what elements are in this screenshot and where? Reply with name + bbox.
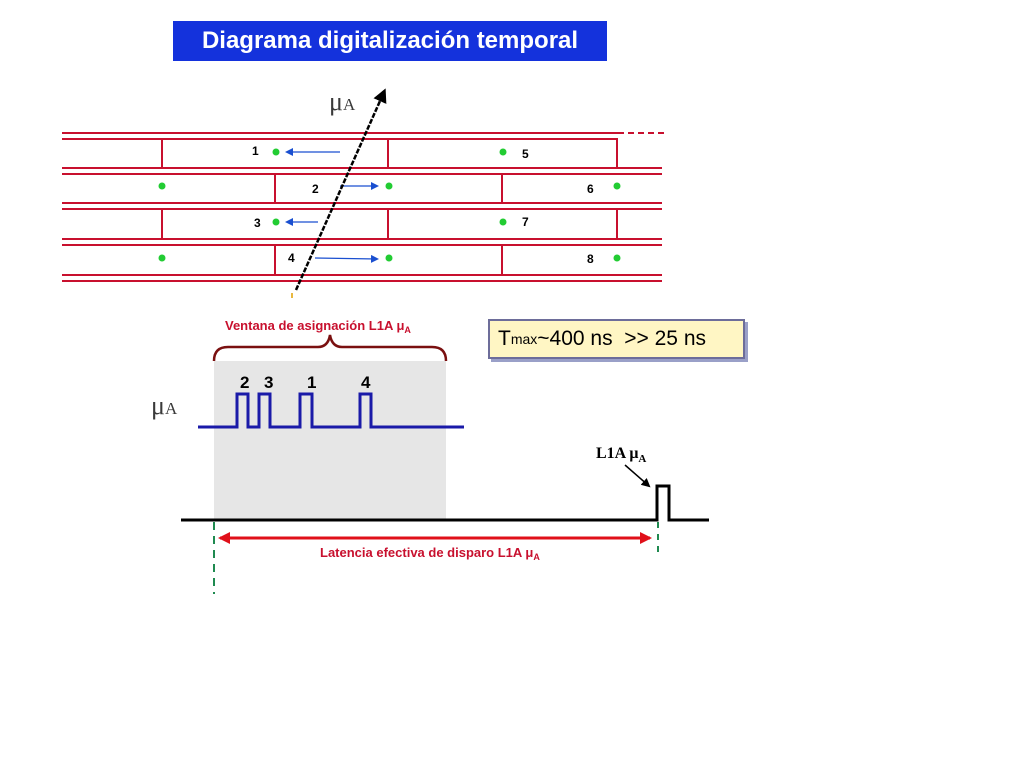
diagram-title: Diagrama digitalización temporal xyxy=(173,21,607,61)
drift-arrow xyxy=(314,254,379,263)
wire-dot xyxy=(613,182,621,190)
anode-wires xyxy=(158,148,621,262)
cell-number: 5 xyxy=(522,147,529,161)
cell-number: 4 xyxy=(288,251,295,265)
wire-dot xyxy=(158,254,166,262)
tmax-rest: ~400 ns >> 25 ns xyxy=(537,327,706,350)
pulse-label: 4 xyxy=(361,373,371,392)
wire-dot xyxy=(499,148,507,156)
cell-number: 3 xyxy=(254,216,261,230)
tmax-prefix: T xyxy=(498,327,511,350)
wire-dot xyxy=(158,182,166,190)
assignment-window xyxy=(214,361,446,520)
window-label: Ventana de asignación L1A μA xyxy=(225,318,411,335)
cell-numbers: 1 2 3 4 5 6 7 8 xyxy=(252,144,594,266)
muon-signal-label: μA xyxy=(151,391,178,420)
cell-number: 7 xyxy=(522,215,529,229)
cell-number: 8 xyxy=(587,252,594,266)
l1a-label: L1A μA xyxy=(596,445,646,465)
l1a-pointer xyxy=(624,464,651,488)
pulse-labels: 2 3 1 4 xyxy=(240,373,371,392)
muon-track xyxy=(294,88,387,291)
tmax-sub: max xyxy=(510,331,538,347)
pulse-label: 1 xyxy=(307,373,316,392)
wire-dot xyxy=(613,254,621,262)
muon-track-label: μA xyxy=(329,87,356,116)
pulse-train xyxy=(198,392,464,429)
pulse-label: 2 xyxy=(240,373,249,392)
wire-dot xyxy=(272,148,280,156)
drift-arrows xyxy=(285,148,379,263)
cell-number: 6 xyxy=(587,182,594,196)
wire-dot xyxy=(499,218,507,226)
trigger-signal xyxy=(181,484,709,522)
window-bracket xyxy=(212,334,448,362)
drift-tube-grid xyxy=(62,132,665,282)
cell-number: 2 xyxy=(312,182,319,196)
wire-dot xyxy=(272,218,280,226)
wire-dot xyxy=(385,182,393,190)
cell-number: 1 xyxy=(252,144,259,158)
pulse-label: 3 xyxy=(264,373,273,392)
latency-label: Latencia efectiva de disparo L1A μA xyxy=(320,545,540,562)
wire-dot xyxy=(385,254,393,262)
